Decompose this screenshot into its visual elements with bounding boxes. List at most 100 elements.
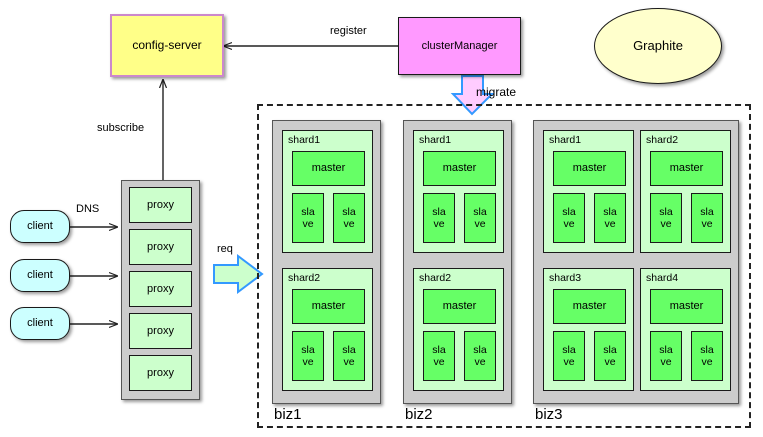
- config-server-label: config-server: [132, 37, 202, 52]
- master-label: master: [572, 300, 607, 313]
- edge-label-register: register: [330, 25, 367, 37]
- master-label: master: [669, 300, 704, 313]
- master-label: master: [669, 162, 704, 175]
- master-node[interactable]: master: [292, 289, 365, 324]
- graphite-label: Graphite: [633, 37, 683, 53]
- edge-req-arrow: [213, 254, 264, 294]
- cluster-manager-label: clusterManager: [421, 39, 498, 52]
- shard-label: shard4: [646, 272, 679, 284]
- proxy-label: proxy: [147, 198, 174, 211]
- client-label: client: [27, 317, 53, 330]
- master-node[interactable]: master: [292, 151, 365, 186]
- master-label: master: [442, 300, 477, 313]
- shard-label: shard2: [288, 272, 321, 284]
- proxy-node-2[interactable]: proxy: [129, 229, 192, 265]
- proxy-label: proxy: [147, 366, 174, 379]
- shard-label: shard1: [549, 134, 582, 146]
- biz-cluster-label-biz3: biz3: [535, 406, 563, 423]
- config-server-node[interactable]: config-server: [110, 14, 224, 77]
- biz-cluster-label-biz2: biz2: [405, 406, 433, 423]
- proxy-node-1[interactable]: proxy: [129, 187, 192, 223]
- cluster-region-dashed-border: [257, 104, 751, 428]
- master-node[interactable]: master: [553, 151, 626, 186]
- master-label: master: [311, 300, 346, 313]
- edge-label-req: req: [217, 243, 233, 255]
- master-label: master: [572, 162, 607, 175]
- edge-label-subscribe: subscribe: [97, 122, 145, 134]
- client-node-2[interactable]: client: [10, 259, 70, 292]
- proxy-label: proxy: [147, 240, 174, 253]
- master-label: master: [442, 162, 477, 175]
- master-label: master: [311, 162, 346, 175]
- master-node[interactable]: master: [650, 151, 723, 186]
- graphite-node[interactable]: Graphite: [594, 8, 722, 84]
- client-label: client: [27, 269, 53, 282]
- client-label: client: [27, 220, 53, 233]
- edge-label-dns: DNS: [76, 203, 100, 215]
- master-node[interactable]: master: [553, 289, 626, 324]
- master-node[interactable]: master: [650, 289, 723, 324]
- proxy-cluster-container: proxy proxy proxy proxy proxy: [121, 180, 200, 400]
- shard-label: shard1: [419, 134, 452, 146]
- master-node[interactable]: master: [423, 151, 496, 186]
- shard-label: shard3: [549, 272, 582, 284]
- client-node-3[interactable]: client: [10, 307, 70, 340]
- proxy-node-3[interactable]: proxy: [129, 271, 192, 307]
- client-node-1[interactable]: client: [10, 210, 70, 243]
- shard-label: shard1: [288, 134, 321, 146]
- shard-label: shard2: [646, 134, 679, 146]
- master-node[interactable]: master: [423, 289, 496, 324]
- cluster-manager-node[interactable]: clusterManager: [398, 17, 521, 75]
- proxy-node-5[interactable]: proxy: [129, 355, 192, 391]
- proxy-node-4[interactable]: proxy: [129, 313, 192, 349]
- shard-label: shard2: [419, 272, 452, 284]
- proxy-label: proxy: [147, 282, 174, 295]
- edge-label-migrate: migrate: [476, 85, 517, 99]
- proxy-label: proxy: [147, 324, 174, 337]
- biz-cluster-label-biz1: biz1: [274, 406, 302, 423]
